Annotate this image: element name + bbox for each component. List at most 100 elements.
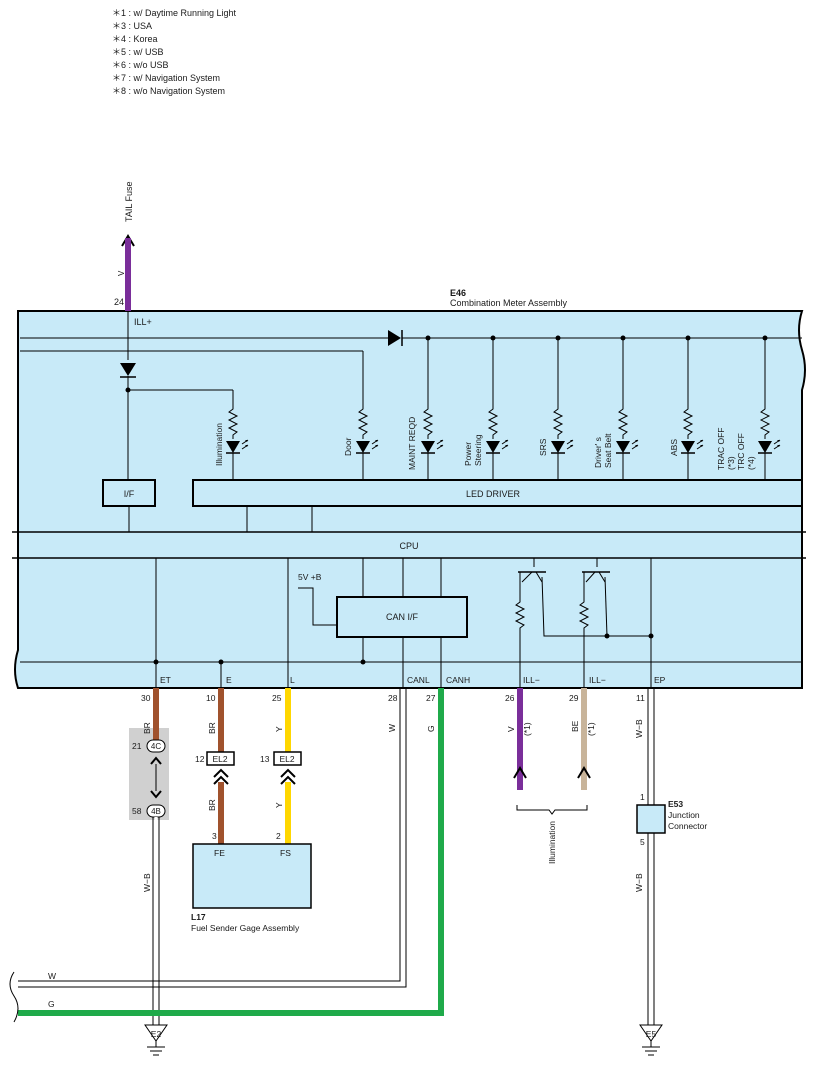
sender-fs: FS (280, 848, 291, 858)
canh-wire (18, 688, 444, 1016)
wire-wb-2: W−B (142, 873, 152, 892)
wire-y-2: Y (274, 802, 284, 808)
sender-fe: FE (214, 848, 225, 858)
junction-code: E53 (668, 799, 683, 809)
wire-g-1: G (426, 725, 436, 732)
note-7: ＊7 : w/ Navigation System (112, 73, 221, 83)
label-trc-2: (*4) (746, 456, 756, 470)
if-block (102, 479, 156, 507)
pin-25: 25 (272, 693, 282, 703)
fuse-wire-color: V (117, 270, 126, 276)
pin-11: 11 (636, 693, 645, 703)
terminal-canh: CANH (446, 675, 470, 685)
pin-28: 28 (388, 693, 398, 703)
pin-26: 26 (505, 693, 515, 703)
pin-10: 10 (206, 693, 216, 703)
pin-27: 27 (426, 693, 436, 703)
led-door (355, 404, 379, 480)
led-trac-off (757, 404, 781, 480)
notes-list: ＊1 : w/ Daytime Running Light ＊3 : USA ＊… (112, 7, 236, 98)
label-door: Door (343, 437, 353, 456)
meter-code: E46 (450, 288, 466, 298)
pin-58: 58 (132, 806, 142, 816)
label-trc-1: TRC OFF (736, 433, 746, 470)
note-1: ＊1 : w/ Daytime Running Light (112, 8, 237, 18)
pin-12: 12 (195, 754, 205, 764)
wire-y-1: Y (274, 726, 284, 732)
note-4: ＊4 : Korea (112, 34, 158, 44)
if-label: I/F (124, 489, 135, 499)
pin-30: 30 (141, 693, 151, 703)
pin-2: 2 (276, 831, 281, 841)
label-illumination: Illumination (214, 423, 224, 466)
note-6: ＊6 : w/o USB (112, 60, 169, 70)
label-maint-reqd: MAINT REQD (407, 417, 417, 470)
terminal-ill-plus: ILL+ (134, 317, 152, 327)
terminal-l: L (290, 675, 295, 685)
wire-w-1: W (387, 724, 397, 732)
led-driver-label: LED DRIVER (466, 489, 521, 499)
wire-br-2: BR (207, 722, 217, 734)
label-power-2: Steering (473, 434, 483, 466)
pin-21: 21 (132, 741, 142, 751)
connector-4c: 4C (151, 742, 161, 751)
note-3: ＊3 : USA (112, 21, 153, 31)
label-seat-belt-2: Seat Belt (603, 433, 613, 468)
terminal-ill-minus-1: ILL− (523, 675, 540, 685)
label-trac-2: (*3) (726, 456, 736, 470)
wire-br-1: BR (142, 722, 152, 734)
wire-be: BE (570, 720, 580, 732)
led-seat-belt (615, 404, 639, 480)
pin-29: 29 (569, 693, 579, 703)
ground-e2-label: E2 (151, 1029, 162, 1039)
wire-wb-3: W−B (634, 873, 644, 892)
junction-connector-e53 (636, 804, 666, 834)
can-if-block (336, 596, 468, 638)
pin-13: 13 (260, 754, 270, 764)
label-trac-1: TRAC OFF (716, 428, 726, 471)
wire-star1-b: (*1) (586, 722, 596, 736)
connector-el2-b: EL2 (279, 754, 294, 764)
cpu-label: CPU (399, 541, 418, 551)
label-srs: SRS (538, 438, 548, 456)
terminal-ill-minus-2: ILL− (589, 675, 606, 685)
can-if-label: CAN I/F (386, 612, 419, 622)
led-illumination (225, 404, 249, 480)
tail-fuse-label: TAIL Fuse (124, 181, 134, 222)
supply-label: 5V +B (298, 572, 322, 582)
fuel-sender-box (192, 843, 312, 909)
sender-name: Fuel Sender Gage Assembly (191, 923, 300, 933)
bus-g-label: G (48, 999, 55, 1009)
label-abs: ABS (669, 439, 679, 456)
terminal-ep: EP (654, 675, 666, 685)
wire-v: V (506, 726, 516, 732)
wire-wb-1: W−B (634, 719, 644, 738)
bus-w-label: W (48, 971, 56, 981)
led-srs (550, 404, 574, 480)
meter-name: Combination Meter Assembly (450, 298, 568, 308)
pin-3: 3 (212, 831, 217, 841)
label-seat-belt-1: Driver' s (593, 437, 603, 468)
ground-e5-label: E5 (646, 1029, 657, 1039)
connector-el2-a: EL2 (212, 754, 227, 764)
connector-4b: 4B (151, 807, 161, 816)
illumination-label: Illumination (547, 821, 557, 864)
led-maint-reqd (420, 404, 444, 480)
pin-24: 24 (114, 297, 124, 307)
wire-star1-a: (*1) (522, 722, 532, 736)
terminal-e: E (226, 675, 232, 685)
pin-5: 5 (640, 837, 645, 847)
wire-br-3: BR (207, 799, 217, 811)
junction-name-1: Junction (668, 810, 700, 820)
junction-name-2: Connector (668, 821, 707, 831)
note-5: ＊5 : w/ USB (112, 47, 164, 57)
note-8: ＊8 : w/o Navigation System (112, 86, 226, 96)
sender-code: L17 (191, 912, 206, 922)
terminal-et: ET (160, 675, 171, 685)
terminal-canl: CANL (407, 675, 430, 685)
led-power-steering (485, 404, 509, 480)
led-abs (680, 404, 704, 480)
led-driver-block (192, 479, 803, 507)
label-power-1: Power (463, 442, 473, 466)
